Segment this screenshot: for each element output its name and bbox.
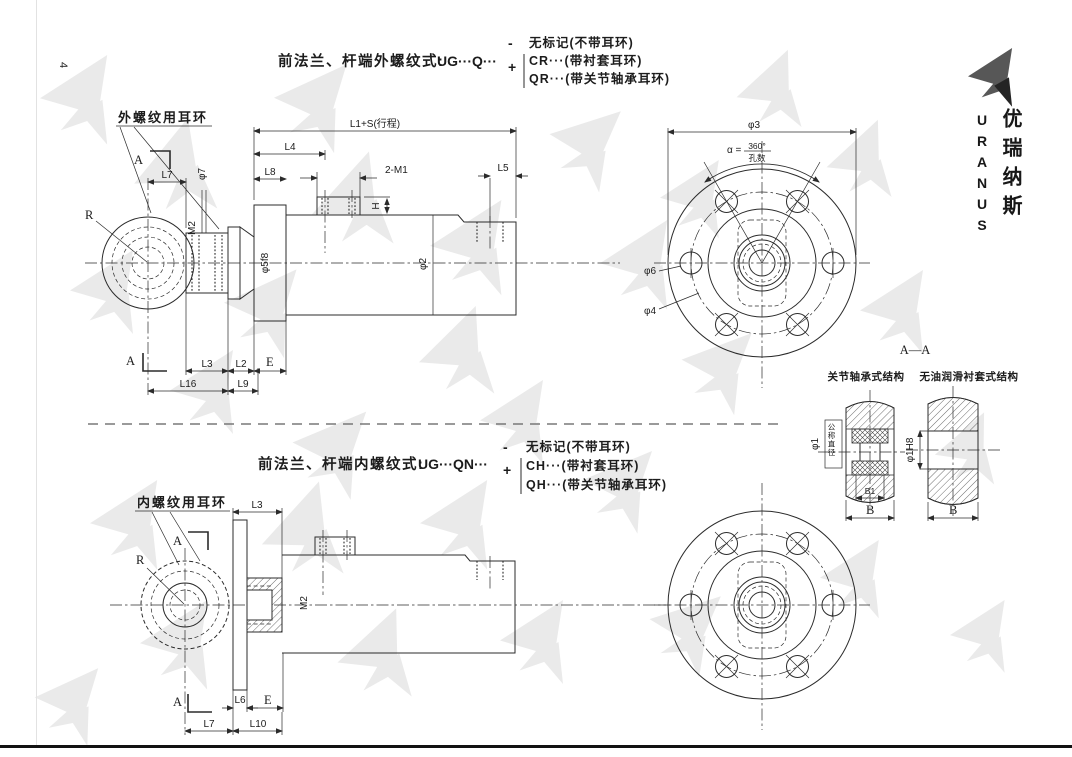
bottom-title: 前法兰、杆端内螺纹式: — [258, 455, 424, 473]
bolt-hole-dia-label: φ6 — [644, 266, 656, 277]
e-label: E — [266, 355, 274, 369]
section-title: A—A — [900, 343, 931, 357]
flange-dia-label: φ3 — [748, 120, 760, 131]
radius-label: R — [136, 553, 145, 567]
bottom-designation-block: 前法兰、杆端内螺纹式: UG···QN··· - + 无标记(不带耳环) CH·… — [258, 439, 667, 494]
bolt-circle-dia-label: φ4 — [644, 306, 656, 317]
thread-dia-label: φ7 — [197, 168, 208, 180]
plus-sign: + — [503, 462, 511, 478]
l6-label: L6 — [234, 695, 246, 706]
l10-label: L10 — [250, 719, 267, 730]
section-mark-top: A — [134, 153, 143, 167]
bearing-bore-note: 公称直径 — [827, 423, 836, 457]
stroke-dim-label: L1+S(行程) — [350, 117, 400, 130]
l5-label: L5 — [497, 163, 509, 174]
l2-label: L2 — [235, 359, 247, 370]
top-flange-view: φ3 α = 360° 孔数 φ6 φ4 — [644, 120, 871, 389]
b1-label: B1 — [865, 486, 876, 496]
alpha-denominator: 孔数 — [748, 153, 766, 163]
l8-label: L8 — [264, 167, 276, 178]
brand-logo-icon — [968, 48, 1013, 107]
option-bearing-eye: QR···(带关节轴承耳环) — [529, 71, 670, 86]
top-code: UG···Q··· — [437, 53, 497, 69]
bearing-bore-dia-label: φ1 — [810, 438, 821, 450]
option-no-eye: 无标记(不带耳环) — [528, 35, 634, 50]
minus-sign: - — [503, 439, 508, 455]
l7-label: L7 — [161, 170, 173, 181]
top-side-view: 外螺纹用耳环 R A A φ5f8 φ2 H L1+S — [85, 110, 620, 395]
alpha-numerator: 360° — [748, 141, 766, 151]
bushing-bore-dia-label: φ1H8 — [905, 437, 916, 462]
section-mark-top: A — [173, 534, 182, 548]
rod-dia-label: φ5f8 — [260, 252, 271, 273]
minus-sign: - — [508, 35, 513, 51]
top-title: 前法兰、杆端外螺纹式: — [278, 52, 444, 70]
brand-chinese-name: 优瑞纳斯 — [999, 108, 1021, 224]
section-a-a-view: A—A 关节轴承式结构 无油润滑衬套式结构 φ1 B1 B φ1H8 B — [810, 343, 1019, 521]
option-bushing-eye: CR···(带衬套耳环) — [529, 53, 642, 68]
section-mark-bottom: A — [126, 354, 135, 368]
bottom-side-view: 内螺纹用耳环 R A A M2 L3 L6 E L7 — [110, 495, 670, 735]
thread-size-label: M2 — [187, 221, 198, 235]
option-no-eye: 无标记(不带耳环) — [525, 439, 631, 454]
l9-label: L9 — [237, 379, 249, 390]
radius-label: R — [85, 208, 94, 222]
eye-ring-label: 外螺纹用耳环 — [117, 110, 208, 125]
b-left-label: B — [866, 503, 874, 517]
brand-latin-name: URANUS — [974, 112, 990, 238]
footer-rule — [0, 745, 1072, 748]
eye-ring-label: 内螺纹用耳环 — [137, 495, 227, 510]
bottom-flange-view — [653, 482, 871, 731]
bushing-structure-label: 无油润滑衬套式结构 — [919, 370, 1019, 383]
page-number: 4 — [57, 62, 69, 68]
e-label: E — [264, 693, 272, 707]
plus-sign: + — [508, 59, 516, 75]
l7-label: L7 — [203, 719, 215, 730]
watermark-pattern — [29, 49, 1005, 746]
top-designation-block: 前法兰、杆端外螺纹式: UG···Q··· - + 无标记(不带耳环) CR··… — [278, 35, 670, 88]
alpha-label: α = — [727, 145, 742, 156]
b-right-label: B — [949, 503, 957, 517]
ports-label: 2-M1 — [385, 165, 408, 176]
l3-label: L3 — [251, 500, 263, 511]
barrel-dia-label: φ2 — [418, 258, 429, 270]
l3-label: L3 — [201, 359, 213, 370]
l4-label: L4 — [284, 142, 296, 153]
port-height-label: H — [371, 202, 382, 209]
option-bearing-eye: QH···(带关节轴承耳环) — [526, 477, 667, 492]
l16-label: L16 — [180, 379, 197, 390]
option-bushing-eye: CH···(带衬套耳环) — [526, 458, 639, 473]
thread-size-label: M2 — [299, 596, 310, 610]
section-mark-bottom: A — [173, 695, 182, 709]
bottom-code: UG···QN··· — [418, 456, 488, 472]
bearing-structure-label: 关节轴承式结构 — [828, 370, 905, 383]
